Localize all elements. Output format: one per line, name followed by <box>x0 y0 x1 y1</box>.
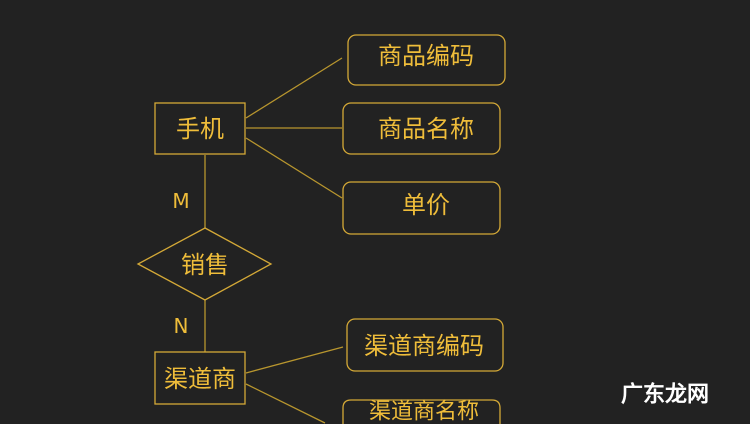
attribute-label: 渠道商名称 <box>369 400 479 424</box>
entity-label: 手机 <box>176 115 224 143</box>
relationship-label: 销售 <box>181 251 229 279</box>
connector-line <box>245 57 343 119</box>
cardinality-n: N <box>174 314 189 338</box>
attribute-label: 商品名称 <box>378 115 474 143</box>
cardinality-m: M <box>172 189 189 213</box>
attribute-label: 单价 <box>402 191 450 219</box>
relationship-sales[interactable]: 销售 <box>136 227 273 301</box>
entity-label: 渠道商 <box>164 365 236 393</box>
attribute-unit-price[interactable]: 单价 <box>342 181 501 235</box>
attribute-label: 渠道商编码 <box>364 332 484 360</box>
attribute-label: 商品编码 <box>378 42 474 70</box>
entity-dealer[interactable]: 渠道商 <box>154 351 246 405</box>
attribute-dealer-code[interactable]: 渠道商编码 <box>346 318 504 372</box>
connector-line <box>245 346 344 374</box>
connector-line <box>245 383 326 424</box>
connector-line <box>245 137 343 199</box>
watermark: 广东龙网 <box>621 382 709 408</box>
attribute-dealer-name[interactable]: 渠道商名称 <box>342 399 501 424</box>
attribute-product-code[interactable]: 商品编码 <box>347 34 506 86</box>
attribute-product-name[interactable]: 商品名称 <box>342 102 501 155</box>
entity-phone[interactable]: 手机 <box>154 102 246 155</box>
